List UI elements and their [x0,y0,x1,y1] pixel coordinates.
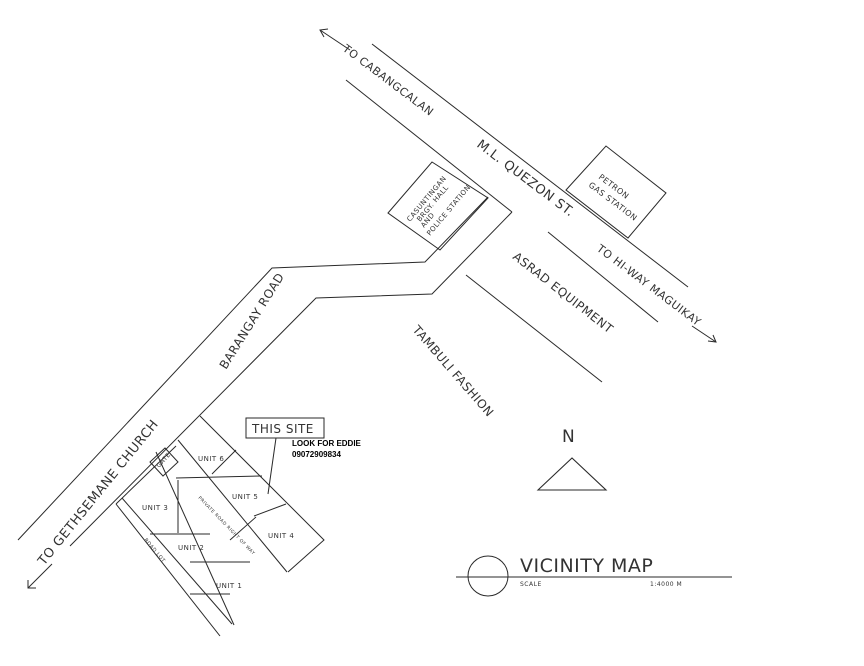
title-block [456,555,732,597]
label-barangay-road: BARANGAY ROAD [217,270,288,371]
ml-quezon-street [345,43,689,323]
label-contact-name: LOOK FOR EDDIE [292,439,362,448]
brgy-hall-building [387,161,489,251]
label-unit4: UNIT 4 [268,532,294,540]
label-unit2: UNIT 2 [178,544,204,552]
this-site-callout [245,417,325,495]
label-asrad: ASRAD EQUIPMENT [510,249,616,336]
scale-label: SCALE [520,581,542,588]
label-private-road: PRIVATE ROAD RIGHT OF WAY [197,495,257,556]
label-tambuli: TAMBULI FASHION [409,322,496,420]
label-road-lot: ROAD LOT [142,537,166,564]
tambuli-boundary [465,274,603,383]
label-to-hiway: TO HI-WAY MAGUIKAY [593,241,703,328]
arrow-to-gethsemane [27,563,53,589]
site-lots [115,415,325,637]
arrow-to-cabangcalan [319,28,351,51]
petron-station-building [565,145,667,239]
label-north: N [562,427,575,447]
label-unit5: UNIT 5 [232,493,258,501]
label-unit6: UNIT 6 [198,455,224,463]
map-title: VICINITY MAP [520,555,653,577]
barangay-road [17,196,513,547]
arrow-to-hiway [691,325,717,343]
label-to-gethsemane: TO GETHSEMANE CHURCH [35,417,162,569]
scale-value: 1:4000 M [650,581,682,588]
north-arrow-icon [536,457,608,491]
label-unit3: UNIT 3 [142,504,168,512]
label-ml-quezon: M.L. QUEZON ST. [474,137,577,220]
label-this-site: THIS SITE [251,422,314,436]
label-to-cabangcalan: TO CABANGCALAN [339,41,436,118]
label-unit1: UNIT 1 [216,582,242,590]
label-contact-phone: 09072909834 [292,450,341,459]
